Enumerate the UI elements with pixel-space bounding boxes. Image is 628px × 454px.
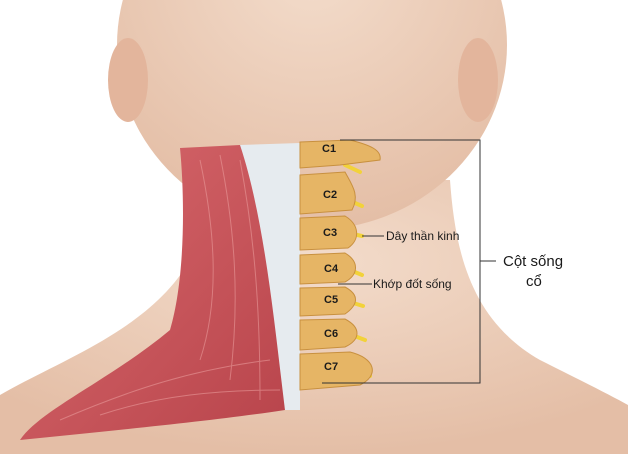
vertebra-label-c6: C6 — [324, 328, 338, 340]
vertebra-label-c4: C4 — [324, 263, 339, 275]
trapezius-muscle — [20, 145, 285, 440]
vertebra-label-c5: C5 — [324, 294, 338, 306]
vertebra-label-c3: C3 — [323, 227, 337, 239]
right-ear — [458, 38, 498, 122]
vertebra-label-c1: C1 — [322, 143, 336, 155]
vertebra-label-c7: C7 — [324, 361, 338, 373]
label-cervical-spine-line2: cổ — [526, 273, 542, 290]
label-nerve: Dây thần kinh — [386, 229, 459, 243]
leader-lines — [322, 139, 496, 384]
connective-tissue — [240, 143, 300, 410]
vertebrae — [299, 139, 381, 391]
label-cervical-spine-line1: Cột sống — [503, 253, 563, 270]
left-ear — [108, 38, 148, 122]
vertebra-label-c2: C2 — [323, 189, 337, 201]
label-facet-joint: Khớp đốt sống — [373, 277, 452, 291]
